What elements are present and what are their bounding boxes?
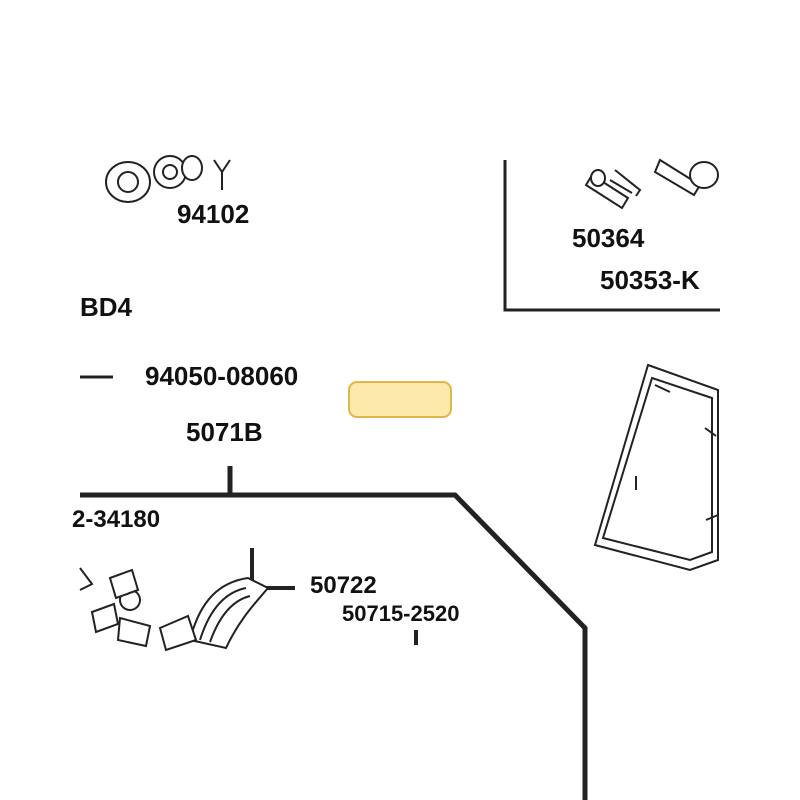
part-label-50722: 50722 xyxy=(310,572,377,599)
lever-assembly xyxy=(79,567,270,652)
washer-group-94102 xyxy=(105,155,231,203)
cylinder-50353-k xyxy=(653,158,719,197)
side-cover-panel xyxy=(593,363,719,572)
part-label-94050-08060: 94050-08060 xyxy=(145,361,299,391)
part-label-50364: 50364 xyxy=(572,223,645,253)
part-label-5071b: 5071B xyxy=(186,417,263,447)
part-label-50353-k: 50353-K xyxy=(600,265,700,295)
part-label-94102: 94102 xyxy=(177,199,250,229)
part-label-50715-2520: 50715-2520 xyxy=(342,601,460,626)
bracket-5071b xyxy=(80,466,588,800)
highlight-marker[interactable] xyxy=(348,381,452,418)
inset-box-50353-k xyxy=(503,160,720,312)
part-label-bd4: BD4 xyxy=(80,292,133,322)
pin-50364 xyxy=(584,169,642,210)
part-label-34180: 2-34180 xyxy=(72,506,161,533)
